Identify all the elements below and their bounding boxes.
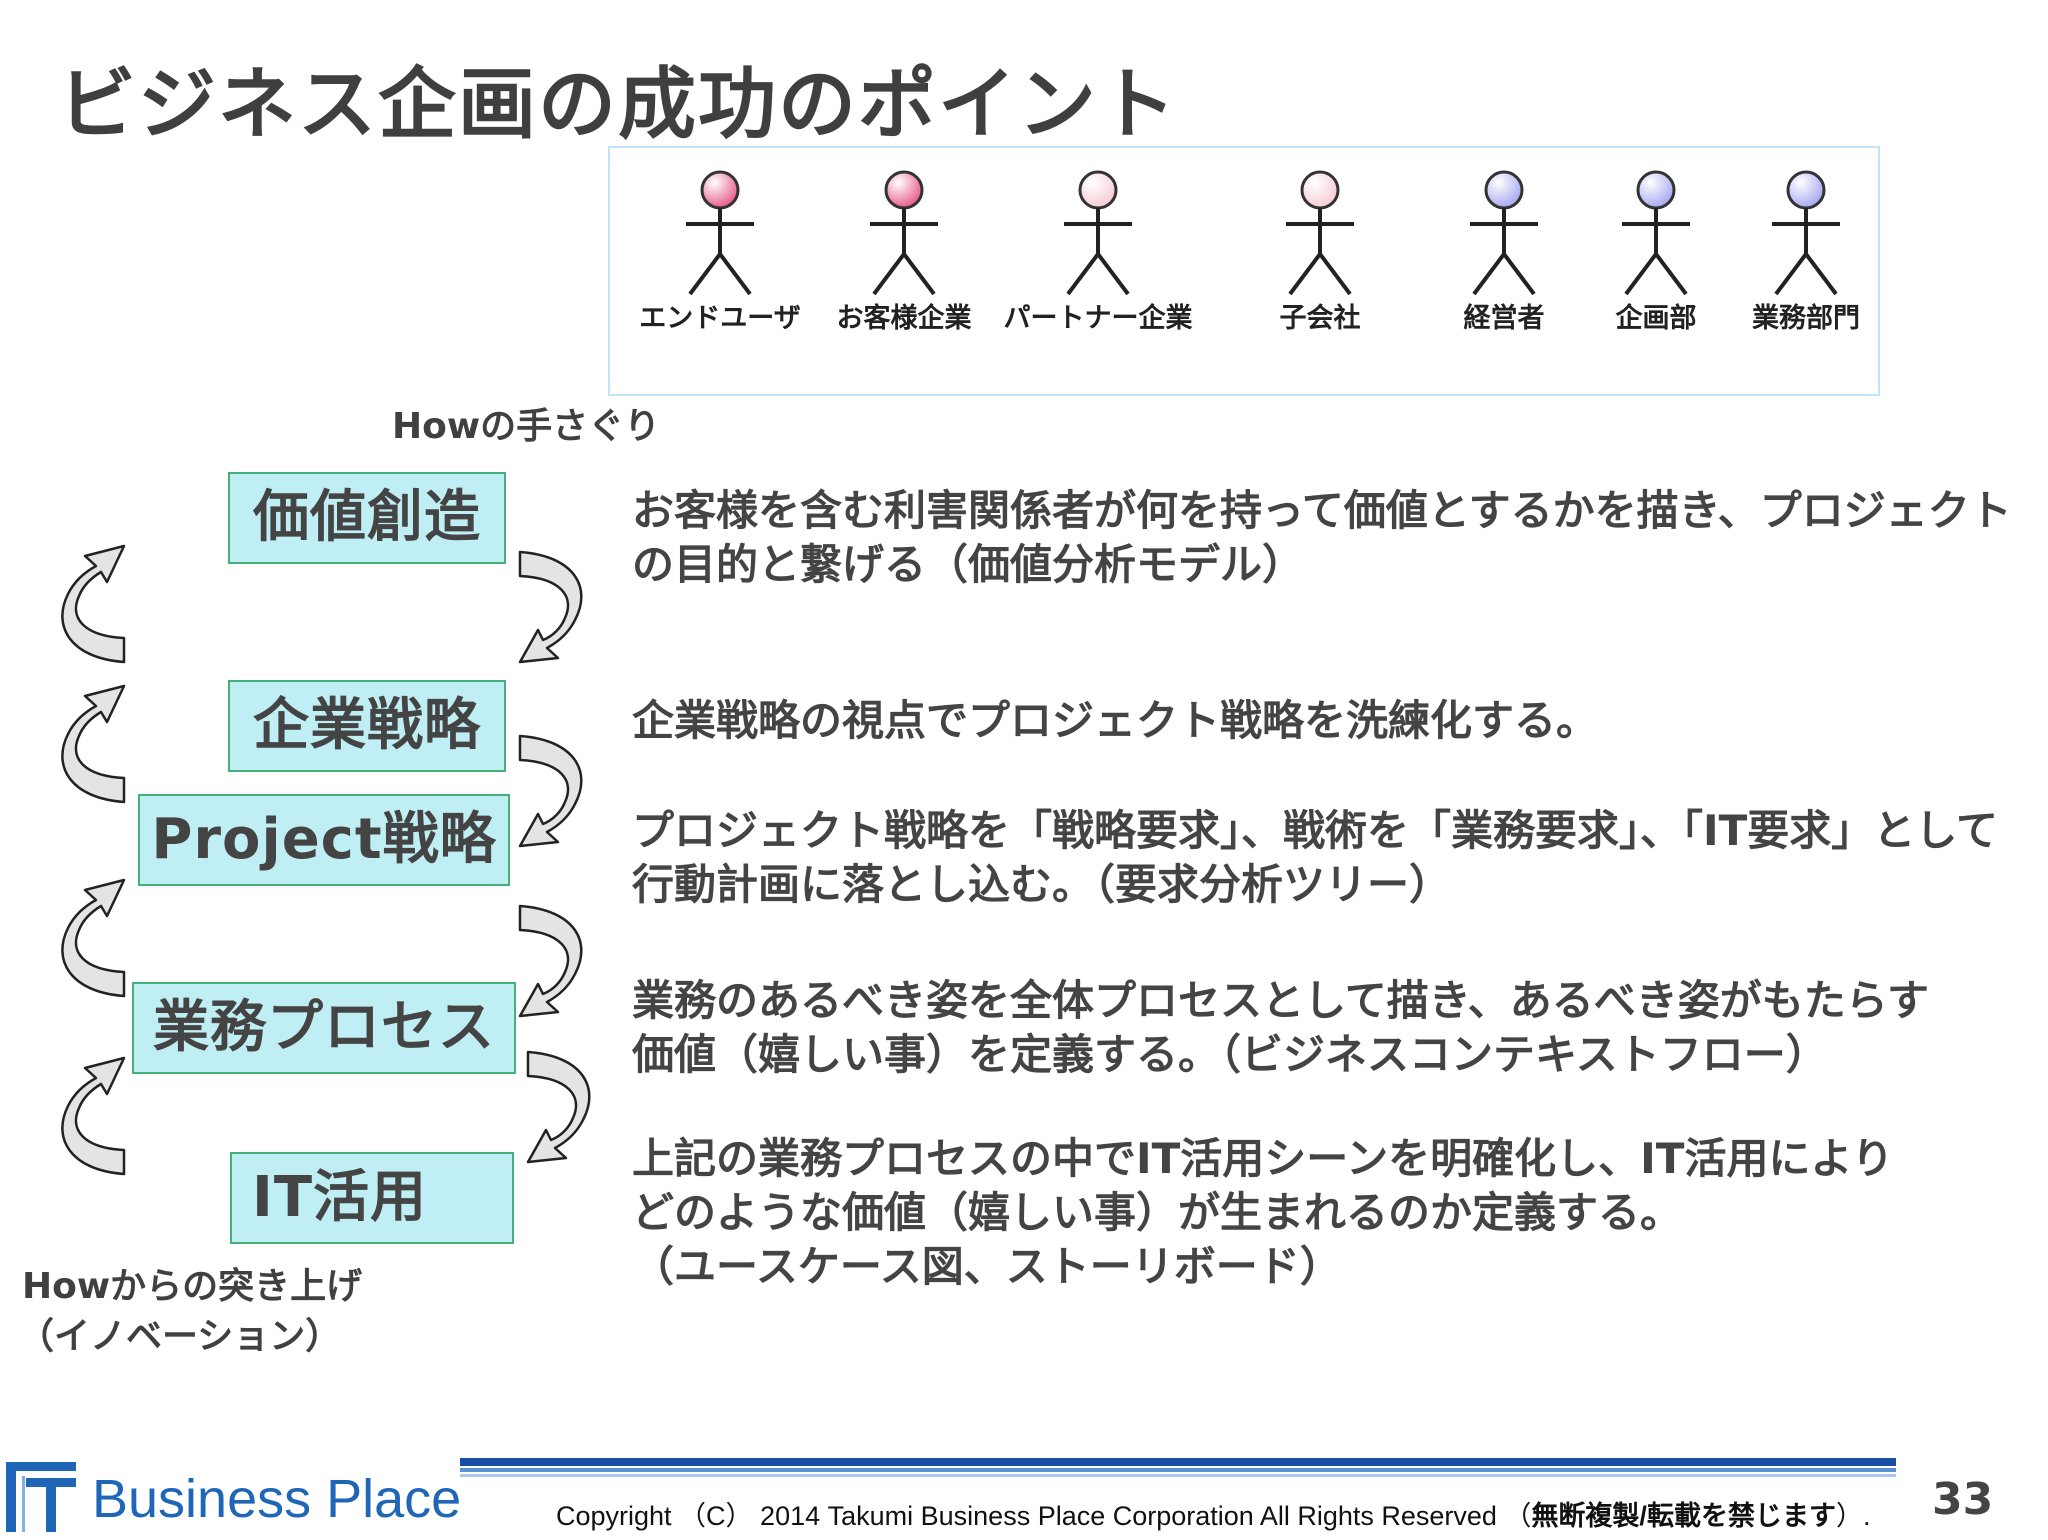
- actor-label: パートナー企業: [1003, 303, 1193, 334]
- desc-line: 行動計画に落とし込む。（要求分析ツリー）: [632, 860, 1452, 909]
- actor-icon: [1772, 170, 1840, 296]
- slide-title: ビジネス企画の成功のポイント: [58, 60, 1179, 150]
- desc-business-process: 業務のあるべき姿を全体プロセスとして描き、あるべき姿がもたらす 価値（嬉しい事）…: [632, 974, 1929, 1082]
- desc-line: 価値（嬉しい事）を定義する。（ビジネスコンテキストフロー）: [632, 1030, 1828, 1079]
- desc-line: 業務のあるべき姿を全体プロセスとして描き、あるべき姿がもたらす: [632, 976, 1929, 1025]
- actor-label: 業務部門: [1752, 303, 1860, 334]
- down-arrow-icon: [518, 734, 583, 848]
- up-arrow-icon: [61, 1056, 126, 1176]
- desc-line: 企業戦略の視点でプロジェクト戦略を洗練化する。: [632, 696, 1599, 745]
- actor-icon: [1622, 170, 1690, 296]
- actor-icon: [1064, 170, 1132, 296]
- actor-label: エンドユーザ: [639, 303, 801, 334]
- how-top-label: Howの手さぐり: [392, 406, 661, 447]
- level-value-creation: 価値創造: [228, 472, 506, 564]
- copyright-end: ）.: [1835, 1501, 1871, 1531]
- cycle-arrows: [61, 544, 591, 1176]
- desc-line: お客様を含む利害関係者が何を持って価値とするかを描き、プロジェクト: [632, 486, 2012, 535]
- footer-divider: [460, 1458, 1896, 1466]
- actor-customer-company: お客様企業: [804, 166, 1004, 335]
- page-number: 33: [1932, 1474, 1994, 1525]
- actor-icon: [870, 170, 938, 296]
- up-arrow-icon: [61, 544, 126, 664]
- up-arrow-icon: [61, 684, 126, 804]
- actor-icon: [1286, 170, 1354, 296]
- actor-label: 子会社: [1279, 303, 1361, 334]
- desc-project-strategy: プロジェクト戦略を「戦略要求」、戦術を「業務要求」、「IT要求」として 行動計画…: [632, 804, 1998, 912]
- desc-line: プロジェクト戦略を「戦略要求」、戦術を「業務要求」、「IT要求」として: [632, 806, 1999, 855]
- actor-icon: [686, 170, 754, 296]
- desc-value-creation: お客様を含む利害関係者が何を持って価値とするかを描き、プロジェクト の目的と繋げ…: [632, 484, 2012, 592]
- how-bottom-sublabel: （イノベーション）: [18, 1316, 342, 1357]
- desc-corporate-strategy: 企業戦略の視点でプロジェクト戦略を洗練化する。: [632, 694, 1598, 748]
- it-logo-icon: [6, 1462, 76, 1532]
- actor-partner-company: パートナー企業: [998, 166, 1198, 335]
- actor-label: 経営者: [1463, 303, 1545, 334]
- level-project-strategy: Project戦略: [138, 794, 510, 886]
- company-logo-text: Business Place: [92, 1469, 462, 1529]
- up-arrow-icon: [61, 878, 126, 998]
- copyright-bold: 無断複製/転載を禁じます: [1531, 1501, 1836, 1531]
- desc-line: どのような価値（嬉しい事）が生まれるのか定義する。: [632, 1188, 1683, 1237]
- copyright-notice: Copyright （C） 2014 Takumi Business Place…: [556, 1494, 1870, 1533]
- how-bottom-label: Howからの突き上げ: [22, 1266, 363, 1307]
- actor-label: 企画部: [1615, 303, 1697, 334]
- desc-line: の目的と繋げる（価値分析モデル）: [632, 540, 1305, 589]
- footer-divider: [460, 1474, 1896, 1477]
- actor-executive: 経営者: [1404, 166, 1604, 335]
- level-it-utilization: IT活用: [230, 1152, 514, 1244]
- footer-divider: [460, 1468, 1896, 1472]
- actor-label: お客様企業: [836, 303, 972, 334]
- desc-line: 上記の業務プロセスの中でIT活用シーンを明確化し、IT活用により: [632, 1134, 1894, 1183]
- stakeholder-panel: エンドユーザ お客様企業 パートナー企業 子会社: [608, 146, 1880, 396]
- desc-line: （ユースケース図、ストーリボード）: [632, 1242, 1342, 1291]
- desc-it-utilization: 上記の業務プロセスの中でIT活用シーンを明確化し、IT活用により どのような価値…: [632, 1132, 1894, 1294]
- actor-end-user: エンドユーザ: [620, 166, 820, 335]
- level-corporate-strategy: 企業戦略: [228, 680, 506, 772]
- actor-business-dept: 業務部門: [1706, 166, 1906, 335]
- actor-icon: [1470, 170, 1538, 296]
- copyright-main: Copyright （C） 2014 Takumi Business Place…: [556, 1501, 1532, 1531]
- down-arrow-icon: [518, 550, 583, 664]
- down-arrow-icon: [526, 1050, 591, 1164]
- actor-planning-dept: 企画部: [1556, 166, 1756, 335]
- actor-subsidiary: 子会社: [1220, 166, 1420, 335]
- level-business-process: 業務プロセス: [132, 982, 516, 1074]
- down-arrow-icon: [518, 904, 583, 1018]
